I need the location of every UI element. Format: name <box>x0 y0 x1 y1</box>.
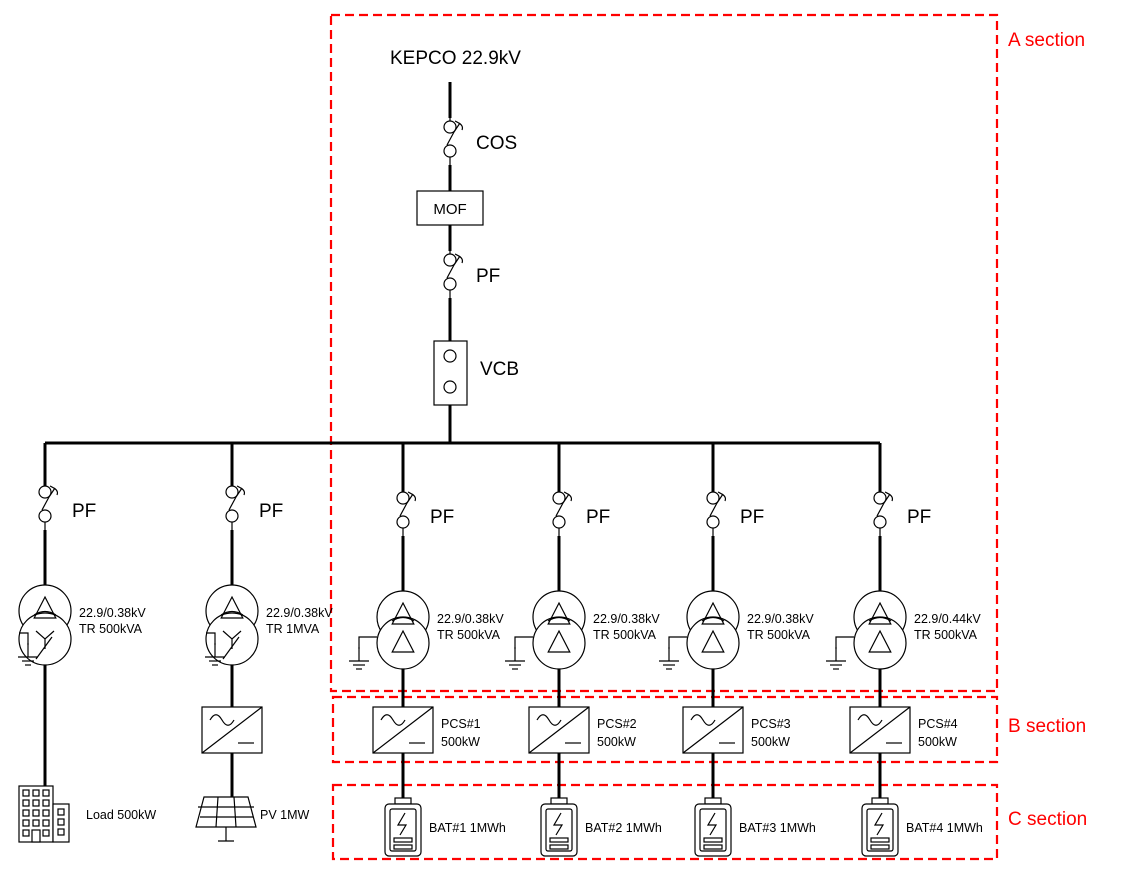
section-label: A section <box>1008 30 1085 51</box>
inverter-icon <box>201 706 263 754</box>
pf-switch-icon <box>396 483 417 537</box>
ground-icon <box>825 646 847 670</box>
ground-lead <box>514 636 533 649</box>
transformer-winding-icon <box>376 616 430 670</box>
pf-label: PF <box>476 266 500 287</box>
cos-switch-icon <box>443 112 464 166</box>
pcs-rating: 500kW <box>597 735 636 749</box>
delta-winding-icon <box>220 595 244 619</box>
mof-box <box>416 190 484 226</box>
delta-winding-icon <box>33 595 57 619</box>
pcs-rating: 500kW <box>751 735 790 749</box>
transformer-capacity: TR 500kVA <box>747 628 811 642</box>
winding-arc-icon <box>220 610 244 616</box>
cos-label: COS <box>476 133 517 154</box>
winding-arc-icon <box>868 616 892 622</box>
delta-winding-icon <box>701 629 725 653</box>
transformer-rating: 22.9/0.38kV <box>266 606 333 620</box>
pf-label: PF <box>586 507 610 528</box>
pcs-name: PCS#2 <box>597 717 637 731</box>
section-label: B section <box>1008 716 1086 737</box>
pcs-converter-icon <box>372 706 434 754</box>
building-icon <box>18 785 70 843</box>
delta-winding-icon <box>547 629 571 653</box>
transformer-winding-icon <box>853 616 907 670</box>
transformer-rating: 22.9/0.38kV <box>79 606 146 620</box>
ground-icon <box>658 646 680 670</box>
end-label: PV 1MW <box>260 808 310 822</box>
pcs-name: PCS#4 <box>918 717 958 731</box>
winding-arc-icon <box>701 616 725 622</box>
pcs-converter-icon <box>528 706 590 754</box>
battery-icon <box>540 797 578 857</box>
source-label: KEPCO 22.9kV <box>390 48 521 69</box>
transformer-winding-icon <box>532 616 586 670</box>
battery-icon <box>384 797 422 857</box>
end-label: BAT#3 1MWh <box>739 821 816 835</box>
mof-label: MOF <box>433 201 466 218</box>
battery-icon <box>694 797 732 857</box>
section-boundary <box>331 783 999 861</box>
transformer-rating: 22.9/0.38kV <box>593 612 660 626</box>
delta-winding-icon <box>868 601 892 625</box>
pcs-rating: 500kW <box>441 735 480 749</box>
delta-winding-icon <box>547 601 571 625</box>
battery-icon <box>861 797 899 857</box>
ground-lead <box>358 636 377 649</box>
neutral-line-icon <box>35 636 53 660</box>
transformer-capacity: TR 500kVA <box>79 622 143 636</box>
vcb-terminal <box>443 380 457 394</box>
pcs-converter-icon <box>682 706 744 754</box>
transformer-rating: 22.9/0.44kV <box>914 612 981 626</box>
vcb-terminal <box>443 349 457 363</box>
ground-icon <box>348 646 370 670</box>
pf-switch-icon <box>873 483 894 537</box>
winding-arc-icon <box>547 616 571 622</box>
winding-arc-icon <box>391 616 415 622</box>
delta-winding-icon <box>701 601 725 625</box>
pf-switch-icon <box>38 477 59 531</box>
pf-switch-icon <box>706 483 727 537</box>
transformer-capacity: TR 500kVA <box>437 628 501 642</box>
pcs-rating: 500kW <box>918 735 957 749</box>
pf-switch-icon <box>552 483 573 537</box>
pf-switch-icon <box>225 477 246 531</box>
pcs-name: PCS#1 <box>441 717 481 731</box>
neutral-line-icon <box>222 636 240 660</box>
transformer-rating: 22.9/0.38kV <box>437 612 504 626</box>
ground-lead <box>206 632 216 645</box>
vcb-label: VCB <box>480 359 519 380</box>
section-label: C section <box>1008 809 1087 830</box>
pf-label: PF <box>430 507 454 528</box>
transformer-winding-icon <box>686 616 740 670</box>
pf-switch-icon <box>443 245 464 299</box>
ground-lead <box>835 636 854 649</box>
pcs-converter-icon <box>849 706 911 754</box>
ground-icon <box>504 646 526 670</box>
end-label: BAT#1 1MWh <box>429 821 506 835</box>
end-label: BAT#2 1MWh <box>585 821 662 835</box>
section-boundary <box>329 13 999 693</box>
transformer-capacity: TR 500kVA <box>914 628 978 642</box>
end-label: Load 500kW <box>86 808 156 822</box>
transformer-rating: 22.9/0.38kV <box>747 612 814 626</box>
pf-label: PF <box>740 507 764 528</box>
pf-label: PF <box>259 501 283 522</box>
delta-winding-icon <box>391 629 415 653</box>
pf-label: PF <box>72 501 96 522</box>
delta-winding-icon <box>391 601 415 625</box>
delta-winding-icon <box>868 629 892 653</box>
ground-lead <box>19 632 29 645</box>
pf-label: PF <box>907 507 931 528</box>
transformer-capacity: TR 1MVA <box>266 622 320 636</box>
end-label: BAT#4 1MWh <box>906 821 983 835</box>
winding-arc-icon <box>33 610 57 616</box>
solar-panel-icon <box>195 796 257 842</box>
transformer-capacity: TR 500kVA <box>593 628 657 642</box>
pcs-name: PCS#3 <box>751 717 791 731</box>
ground-lead <box>668 636 687 649</box>
